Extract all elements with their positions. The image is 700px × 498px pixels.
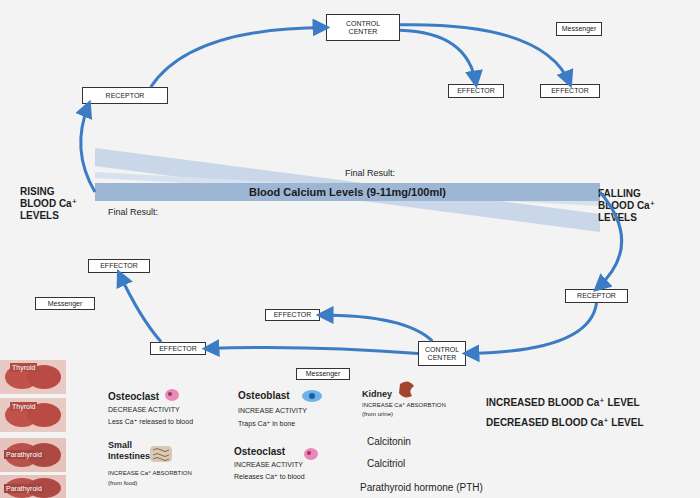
text-label: INCREASE Ca⁺ ABSORBTION [362,401,446,409]
flow-arrow [597,192,622,289]
kidney-icon [399,381,414,397]
box-label: RECEPTOR [106,92,145,100]
flow-arrow [206,347,418,353]
text-label: Kidney [362,389,392,400]
diagonal-band [95,148,600,232]
box-label: Blood Calcium Levels (9-11mg/100ml) [249,188,446,196]
text-label: Small Intestines [108,440,152,462]
process-box: Messenger [556,22,602,36]
intestine-icon [150,446,172,462]
process-box: Messenger [35,297,95,310]
box-label: EFFECTOR [551,87,589,95]
process-box: CONTROL CENTER [418,341,466,366]
box-label: EFFECTOR [159,345,197,353]
text-label: Calcitriol [367,458,405,470]
process-box: RECEPTOR [82,87,168,104]
process-box: CONTROL CENTER [326,14,400,41]
text-label: Calcitonin [367,436,411,448]
osteoblast-icon [302,390,322,402]
box-label: Messenger [562,25,597,33]
box-label: EFFECTOR [274,311,312,319]
process-box: EFFECTOR [448,84,504,98]
text-label: Thyroid [10,402,37,411]
level-band: Blood Calcium Levels (9-11mg/100ml) [95,183,600,201]
process-box: EFFECTOR [150,342,206,355]
text-label: RISING BLOOD Ca⁺ LEVELS [20,186,92,222]
text-label: INCREASE Ca⁺ ABSORBTION [108,469,192,477]
text-label: Parathyroid [4,450,44,459]
flow-arrow [400,30,476,84]
text-label: DECREASED BLOOD Ca⁺ LEVEL [486,417,644,429]
box-label: Messenger [48,300,83,308]
box-label: CONTROL CENTER [423,346,461,362]
process-box: EFFECTOR [88,259,150,273]
flow-arrow [119,273,161,342]
box-label: EFFECTOR [457,87,495,95]
osteoblast-icon [309,393,315,399]
process-box: RECEPTOR [565,289,628,303]
text-label: INCREASE ACTIVITY [234,460,303,469]
thyroid-image [0,360,66,498]
box-label: EFFECTOR [100,262,138,270]
text-label: Osteoclast [234,446,285,458]
text-label: Thyroid [10,363,37,372]
box-label: CONTROL CENTER [337,20,389,36]
flow-arrow [466,303,597,354]
text-label: INCREASE ACTIVITY [238,406,307,415]
process-box: Messenger [296,368,350,380]
flow-arrow [400,25,570,84]
text-label: FALLING BLOOD Ca⁺ LEVELS [598,188,658,224]
text-label: Releases Ca⁺ to blood [234,472,305,481]
text-label: Final Result: [345,168,395,179]
text-label: Osteoclast [108,391,159,403]
box-label: RECEPTOR [577,292,616,300]
text-label: Traps Ca⁺ in bone [238,419,295,428]
text-label: Parathyroid hormone (PTH) [360,482,483,494]
flow-arrow [81,104,95,192]
text-label: (from urine) [362,410,393,418]
text-label: Final Result: [108,207,158,218]
process-box: EFFECTOR [265,309,320,321]
flow-arrow [151,28,326,88]
text-label: Parathyroid [4,484,44,493]
text-label: Osteoblast [238,390,290,402]
text-label: (from food) [108,479,137,487]
box-label: Messenger [306,370,341,378]
flow-arrow [320,315,432,341]
process-box: EFFECTOR [540,84,600,98]
text-label: Less Ca⁺ released to blood [108,417,193,426]
text-label: DECREASE ACTIVITY [108,405,180,414]
text-label: INCREASED BLOOD Ca⁺ LEVEL [486,397,640,409]
